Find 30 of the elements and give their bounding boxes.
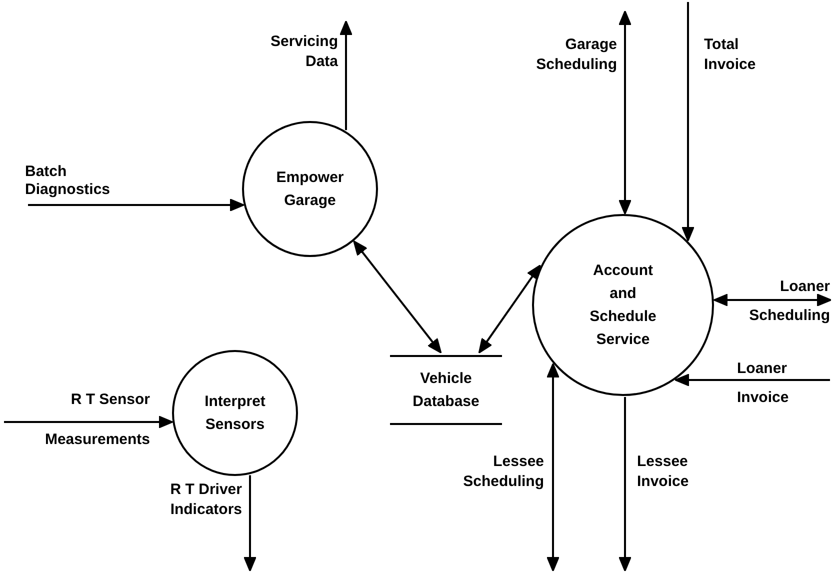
flow-arrow: [713, 294, 832, 306]
edge-label: Loaner Scheduling: [748, 277, 830, 326]
flow-arrow: [618, 10, 632, 215]
flow-arrow: [618, 397, 632, 572]
edge-label: Batch Diagnostics: [25, 163, 112, 199]
edge-label: R T Driver Indicators: [169, 480, 242, 520]
process-circle: [172, 350, 298, 476]
flow-arrow: [244, 475, 256, 572]
process-label: Empower Garage: [275, 168, 345, 211]
flow-arrow: [674, 374, 830, 386]
edge-label: Servicing Data: [269, 32, 338, 72]
edge-label: Lessee Scheduling: [462, 452, 544, 492]
process-label: Interpret Sensors: [204, 392, 266, 435]
edge-label: Loaner Invoice: [737, 359, 790, 408]
process-circle: [242, 121, 378, 257]
flow-arrow: [4, 416, 174, 428]
flow-arrow: [28, 198, 245, 212]
edge-label: Lessee Invoice: [637, 452, 690, 492]
flow-arrow: [682, 2, 694, 242]
edge-label: Total Invoice: [704, 35, 757, 75]
process-label: Account and Schedule Service: [588, 261, 658, 350]
edge-label: Garage Scheduling: [535, 35, 617, 75]
flow-arrow: [340, 20, 352, 130]
flow-arrow: [353, 240, 442, 354]
store-label: Vehicle Database: [412, 369, 480, 412]
data-store: [390, 355, 502, 425]
process-circle: [532, 214, 714, 396]
flow-arrow: [546, 362, 560, 572]
edge-label: R T Sensor Measurements: [44, 390, 150, 450]
flow-arrow: [478, 264, 541, 354]
